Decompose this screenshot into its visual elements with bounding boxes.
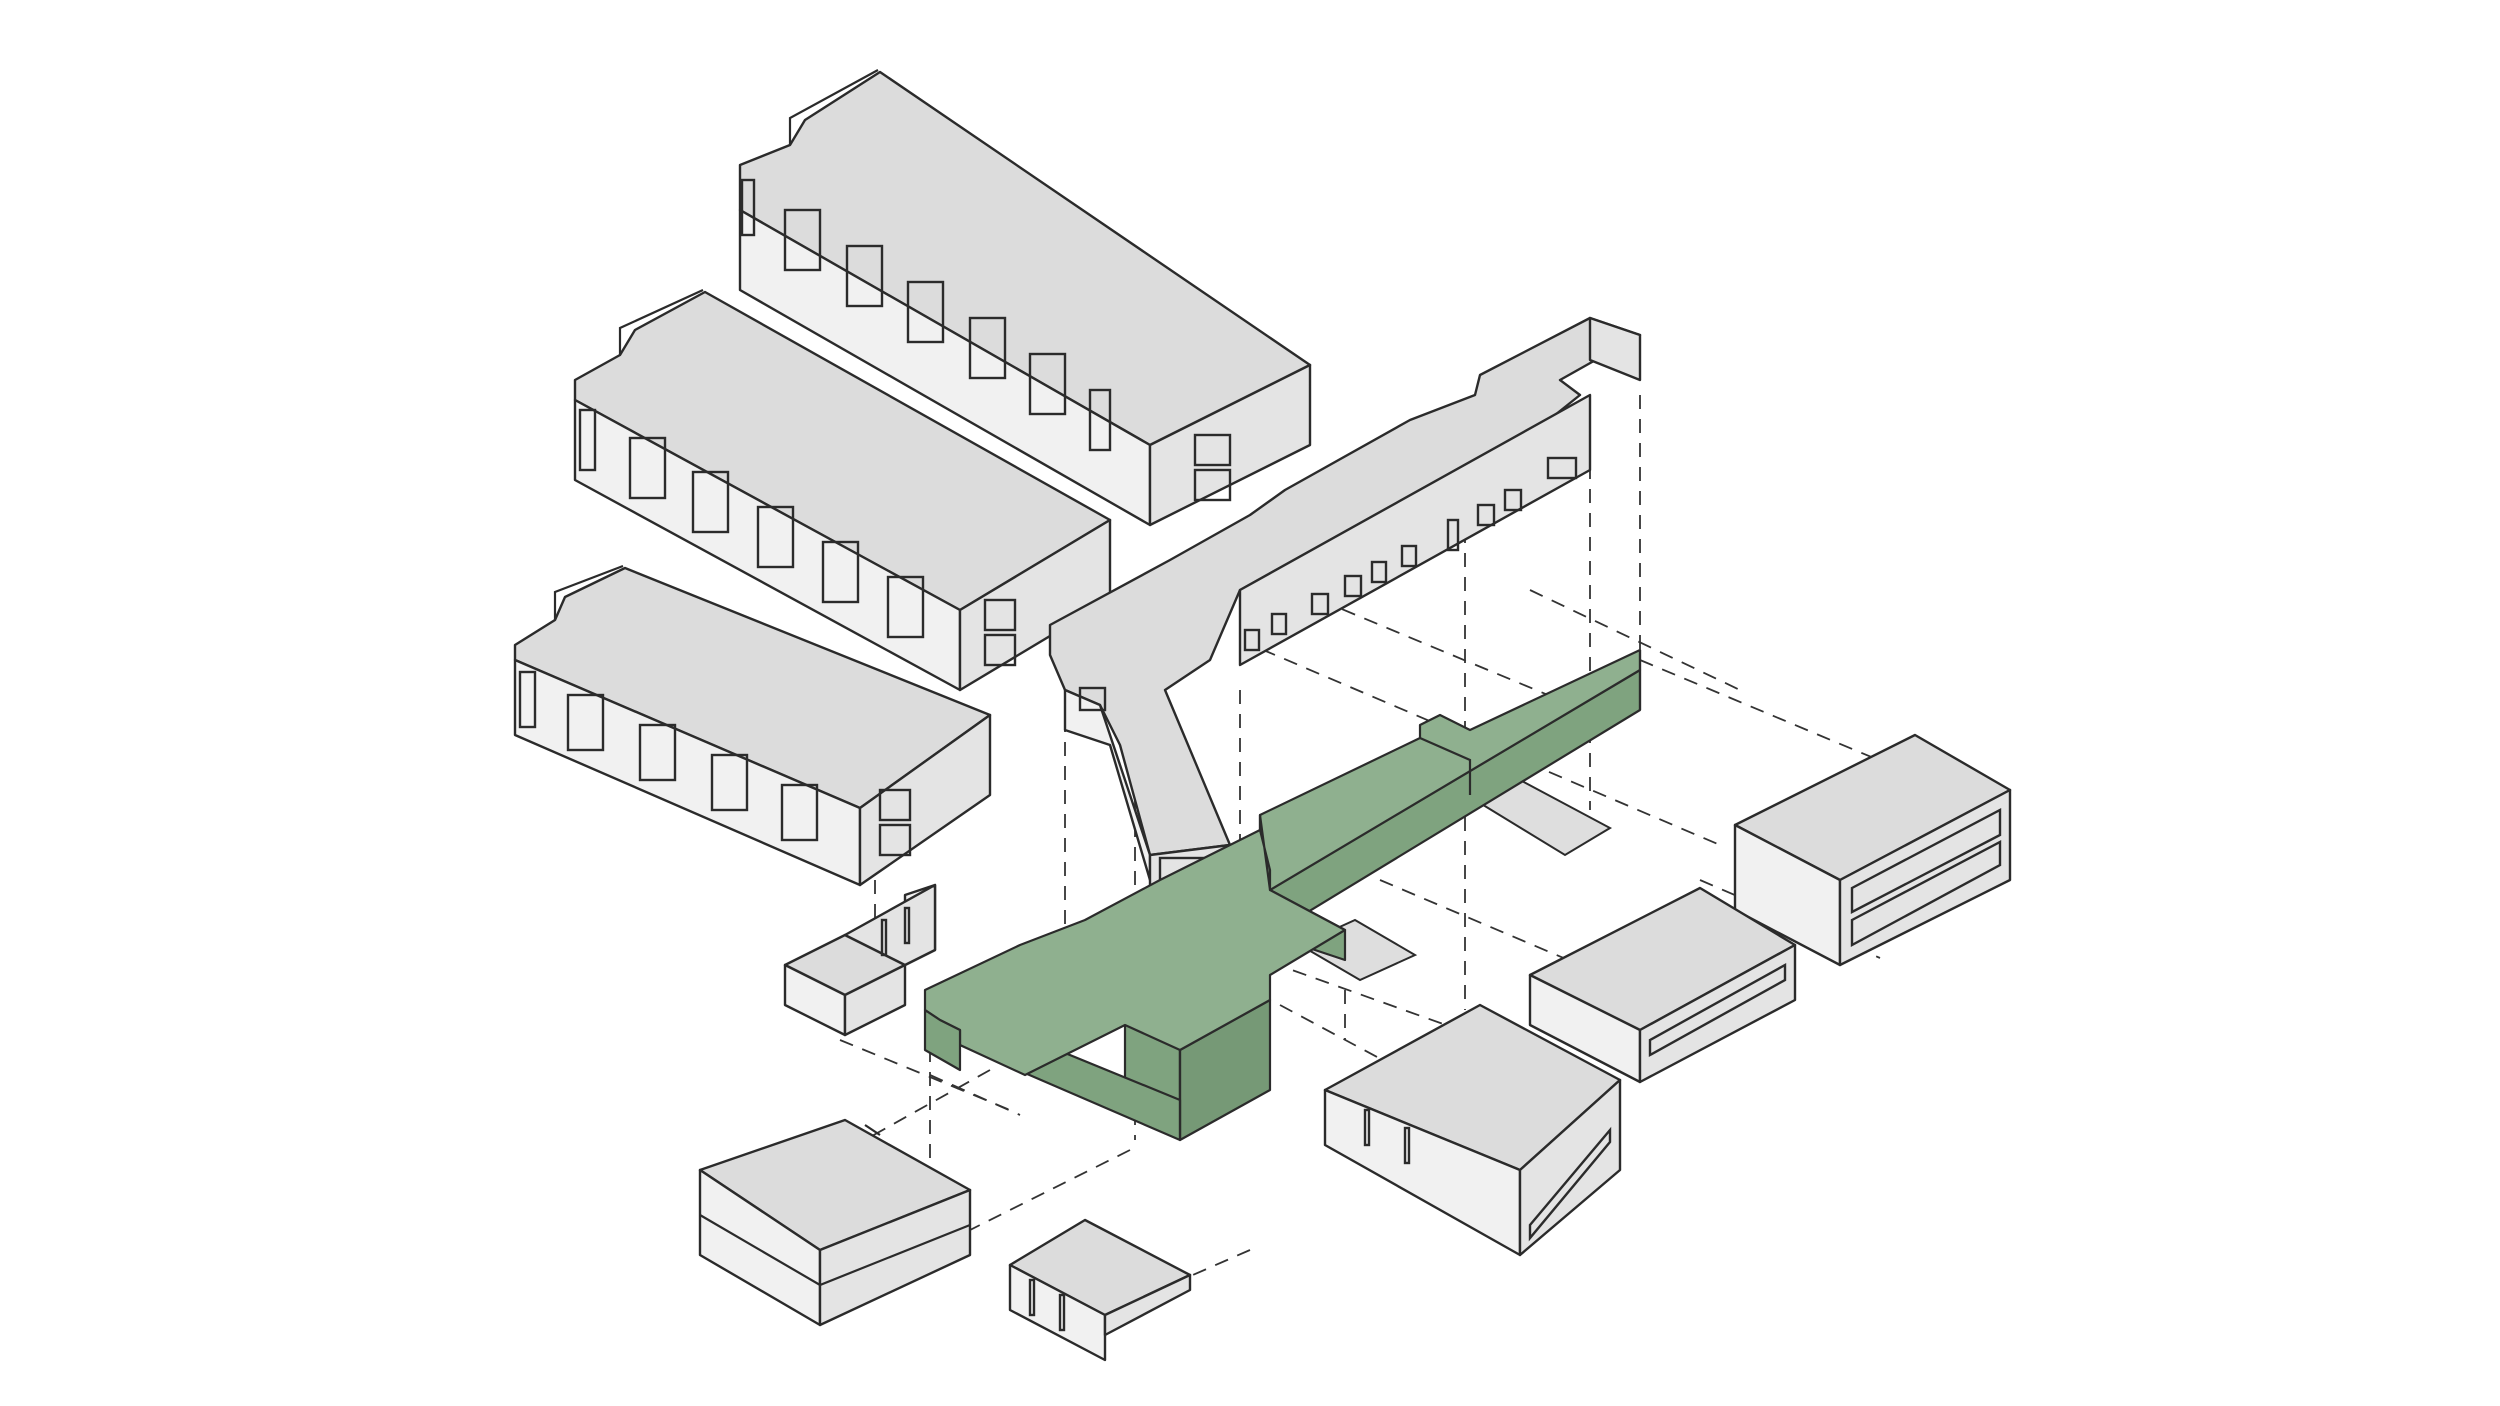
building-box-e xyxy=(1008,1218,1192,1362)
building-box-c xyxy=(1323,1003,1622,1257)
building-box-d xyxy=(698,1118,972,1327)
facade-windows-3 xyxy=(518,670,912,857)
building-box-b xyxy=(1528,886,1797,1084)
facade-windows-2 xyxy=(578,408,1017,667)
building-box-a xyxy=(1733,733,2012,967)
small-block-left xyxy=(783,883,937,1037)
facade-windows-1 xyxy=(740,178,1232,502)
building-block-3 xyxy=(513,564,992,887)
building-block-1 xyxy=(738,69,1312,527)
highlighted-green-block xyxy=(923,648,1642,1142)
building-block-2 xyxy=(573,288,1112,692)
